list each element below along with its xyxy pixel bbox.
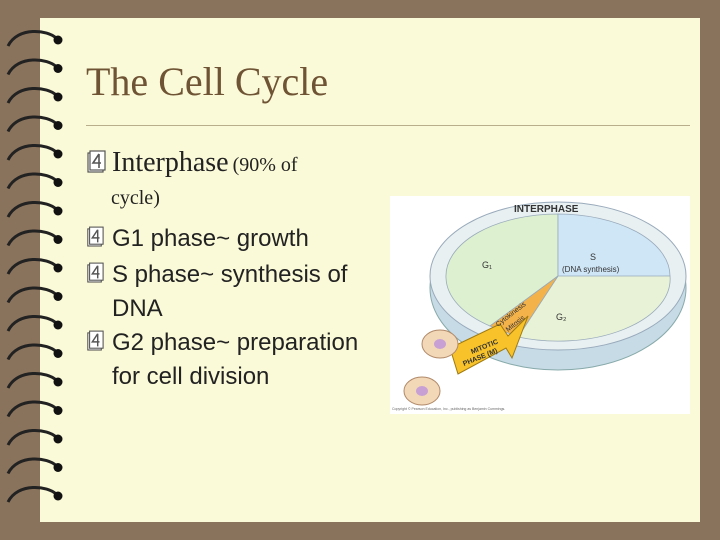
binding-hole: [53, 463, 63, 472]
sub-bullet-text: G1 phase~ growth: [112, 225, 309, 252]
binding-hole: [53, 92, 63, 102]
sub-bullet-text: G2 phase~ preparation: [112, 329, 359, 356]
binding-hole: [53, 349, 63, 358]
title-divider: [86, 125, 690, 126]
binding-hole: [53, 434, 63, 444]
binding-hole: [53, 406, 63, 415]
notebook-4-icon: [87, 150, 106, 173]
s-detail-label: (DNA synthesis): [562, 265, 620, 274]
interphase-label: INTERPHASE: [514, 204, 579, 215]
binding-ring: [6, 400, 58, 418]
binding-hole: [53, 292, 63, 301]
copyright-text: Copyright © Pearson Education, Inc., pub…: [392, 407, 505, 411]
binding-ring: [6, 144, 58, 161]
sub-bullet-text: S phase~ synthesis of: [112, 261, 348, 288]
sub-bullet-s: S phase~ synthesis of DNA: [86, 258, 386, 326]
binding-hole: [53, 35, 63, 45]
binding-ring: [6, 258, 58, 275]
s-sector: [557, 213, 671, 281]
g2-label: G₂: [556, 312, 567, 322]
binding-hole: [53, 206, 63, 216]
g2-sector: [517, 275, 671, 342]
bullet-detail-text: (90% of: [232, 154, 298, 176]
binding-hole: [53, 121, 63, 130]
bullet-interphase: Interphase (90% of cycle): [86, 147, 386, 209]
binding-ring: [6, 201, 58, 218]
notebook-4-icon: [87, 330, 104, 351]
binding-hole: [53, 377, 63, 387]
binding-ring: [6, 457, 58, 475]
binding-hole: [53, 235, 63, 244]
binding-hole: [53, 178, 63, 187]
binding-hole: [53, 491, 63, 501]
binding-ring: [6, 286, 58, 304]
binding-ring: [6, 87, 58, 104]
binding-ring: [6, 58, 58, 76]
binding-ring: [6, 429, 58, 446]
binding-ring: [6, 30, 58, 47]
binding-ring: [6, 343, 58, 361]
notebook-4-icon: [87, 262, 104, 283]
binding-ring: [6, 229, 58, 247]
sub-bullet-continuation: DNA: [112, 295, 163, 322]
notebook-4-icon: [87, 226, 104, 247]
binding-ring: [6, 372, 58, 389]
binding-ring: [6, 486, 58, 503]
cell-nucleus: [434, 339, 446, 349]
binding-hole: [53, 263, 63, 273]
sub-bullet-g1: G1 phase~ growth: [86, 222, 386, 256]
cell-nucleus: [416, 386, 428, 396]
slide-title: The Cell Cycle: [86, 59, 329, 104]
s-label: S: [590, 252, 596, 262]
g1-sector: [445, 213, 559, 327]
binding-ring: [6, 172, 58, 190]
binding-hole: [53, 149, 63, 159]
binding-hole: [53, 64, 63, 73]
binding-ring: [6, 315, 58, 332]
sub-bullet-g2: G2 phase~ preparation for cell division: [86, 326, 386, 394]
bullet-detail-continuation: cycle): [111, 187, 160, 209]
mitotic-arrow: [449, 315, 529, 375]
sub-bullet-continuation: for cell division: [112, 363, 270, 390]
bullet-main-text: Interphase: [112, 147, 229, 178]
binding-ring: [6, 115, 58, 133]
spiral-binding: [6, 30, 63, 503]
g1-label: G₁: [482, 260, 492, 270]
cell-cycle-diagram: INTERPHASE G₁ S (DNA synthesis) G₂ Cytok…: [390, 196, 690, 414]
binding-hole: [53, 320, 63, 330]
